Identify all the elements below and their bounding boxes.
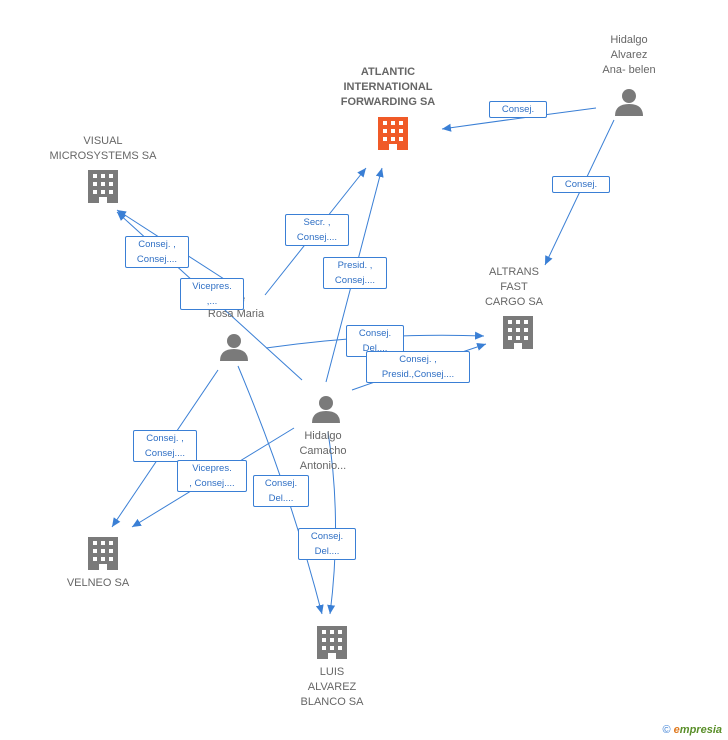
node-label-visual[interactable]: VISUAL MICROSYSTEMS SA	[49, 135, 157, 162]
building-icon	[88, 537, 118, 570]
edge-label[interactable]: Consej.	[552, 176, 610, 193]
edge-ana-atlantic	[441, 107, 597, 132]
building-icon	[503, 316, 533, 349]
edge-antonio-luis	[327, 431, 337, 615]
edge-label[interactable]: Consej. Del....	[253, 475, 309, 507]
node-label-atlantic[interactable]: ATLANTIC INTERNATIONAL FORWARDING SA	[340, 66, 436, 108]
building-icon	[378, 117, 408, 150]
edge-label[interactable]: Consej. Del....	[298, 528, 356, 560]
node-label-hidalgo-antonio[interactable]: Hidalgo Camacho Antonio...	[299, 430, 347, 472]
edge-label[interactable]: Vicepres. , Consej....	[177, 460, 247, 492]
edge-label[interactable]: Consej. , Presid.,Consej....	[366, 351, 470, 383]
node-label-luis[interactable]: LUIS ALVAREZ BLANCO SA	[300, 666, 364, 708]
node-label-hidalgo-ana[interactable]: Hidalgo Alvarez Ana- belen	[602, 34, 656, 76]
node-label-altrans[interactable]: ALTRANS FAST CARGO SA	[484, 266, 544, 308]
node-label-velneo[interactable]: VELNEO SA	[66, 577, 130, 589]
person-icon	[615, 89, 643, 116]
brand-logo-text: mpresia	[679, 724, 722, 736]
brand-footer[interactable]: © empresia	[663, 724, 723, 736]
copyright-icon: ©	[662, 724, 671, 736]
edge-label[interactable]: Presid. , Consej....	[323, 257, 387, 289]
edge-label[interactable]: Consej. , Consej....	[133, 430, 197, 462]
edge-label[interactable]: Consej. , Consej....	[125, 236, 189, 268]
person-icon	[220, 334, 248, 361]
building-icon	[317, 626, 347, 659]
building-icon	[88, 170, 118, 203]
person-icon	[312, 396, 340, 423]
edge-label[interactable]: Secr. , Consej....	[285, 214, 349, 246]
edge-label[interactable]: Vicepres. ,...	[180, 278, 244, 310]
edge-label[interactable]: Consej.	[489, 101, 547, 118]
brand-logo-e: e	[673, 724, 680, 736]
